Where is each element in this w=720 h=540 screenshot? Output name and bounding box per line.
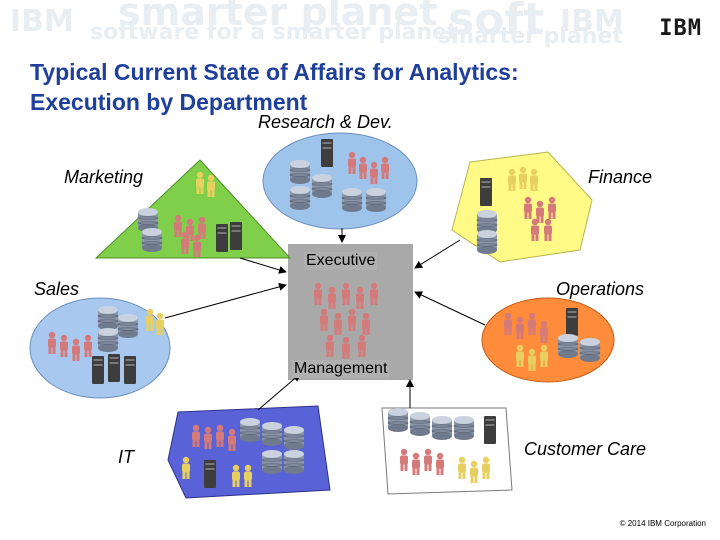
title-line-2: Execution by Department (30, 89, 308, 115)
copyright: © 2014 IBM Corporation (619, 519, 706, 528)
marketing-shape (94, 159, 292, 259)
page-title: Typical Current State of Affairs for Ana… (30, 57, 519, 117)
arrow-it (257, 373, 301, 411)
customer-care-shape (381, 407, 513, 495)
label-sales: Sales (34, 279, 80, 299)
operations-shape (481, 297, 615, 383)
arrow-marketing (239, 257, 287, 274)
label-research: Research & Dev. (258, 112, 393, 132)
watermark-text: soft (448, 0, 545, 45)
watermark-text: IBM (10, 4, 74, 39)
arrow-operations (414, 291, 486, 326)
executive-people (314, 282, 378, 359)
ibm-logo: IBM (659, 16, 702, 41)
sales-shape (29, 297, 171, 399)
watermark-text: IBM (560, 4, 624, 39)
it-shape (167, 405, 331, 499)
connector-arrows (164, 228, 486, 411)
label-it: IT (118, 447, 134, 467)
finance-shape (451, 151, 593, 263)
arrow-finance (414, 239, 461, 269)
title-line-1: Typical Current State of Affairs for Ana… (30, 59, 519, 85)
label-marketing: Marketing (64, 167, 144, 187)
header-banner: smarter planet software for a smarter pl… (0, 0, 720, 50)
watermark-text: software for a smarter planet (90, 20, 458, 45)
watermark-text: smarter planet (438, 24, 623, 49)
research-shape (262, 132, 418, 230)
label-customer-care: Customer Care (524, 439, 647, 459)
executive-label: Executive (304, 252, 378, 270)
arrow-sales (164, 282, 287, 319)
management-label: Management (292, 360, 390, 378)
label-operations: Operations (556, 279, 645, 299)
label-finance: Finance (588, 167, 653, 187)
watermark-text: smarter planet (118, 0, 438, 34)
